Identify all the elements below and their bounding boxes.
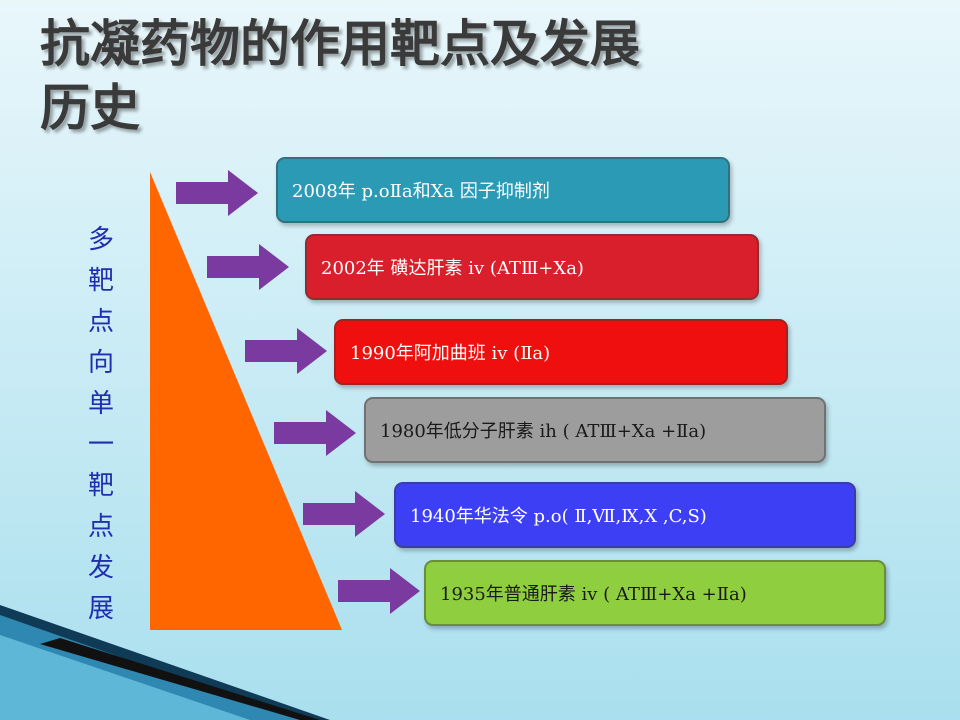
vertical-char: 靶 — [87, 471, 114, 501]
wave-light — [0, 635, 250, 720]
right-arrow-icon — [245, 328, 327, 374]
vertical-char: 点 — [87, 512, 114, 542]
vertical-char: 向 — [87, 348, 114, 378]
vertical-label: 多 靶 点 向 单 一 靶 点 发 展 — [84, 220, 118, 630]
vertical-char: 点 — [87, 307, 114, 337]
right-arrow-icon — [303, 491, 385, 537]
milestone-text: 1990年阿加曲班 iv (Ⅱa) — [350, 343, 551, 364]
milestone-text: 2008年 p.oⅡa和Ⅹa 因子抑制剂 — [292, 181, 550, 202]
vertical-char: 靶 — [87, 266, 114, 296]
milestone-text: 2002年 磺达肝素 iv (ATⅢ+Ⅹa) — [321, 258, 584, 279]
vertical-char: 发 — [87, 553, 114, 583]
wave-black-stroke — [40, 638, 320, 720]
milestone-text: 1935年普通肝素 iv ( ATⅢ+Ⅹa +Ⅱa) — [440, 584, 747, 605]
milestone-text: 1940年华法令 p.o( Ⅱ,Ⅶ,Ⅸ,Ⅹ ,C,S) — [410, 506, 707, 527]
milestone-1940: 1940年华法令 p.o( Ⅱ,Ⅶ,Ⅸ,Ⅹ ,C,S) — [394, 482, 856, 548]
milestone-1935: 1935年普通肝素 iv ( ATⅢ+Ⅹa +Ⅱa) — [424, 560, 886, 626]
right-arrow-icon — [338, 568, 420, 614]
vertical-char: 多 — [87, 225, 114, 255]
right-arrow-icon — [176, 170, 258, 216]
title-line-2: 历史 — [40, 79, 140, 137]
milestone-1990: 1990年阿加曲班 iv (Ⅱa) — [334, 319, 788, 385]
slide-title: 抗凝药物的作用靶点及发展 历史 — [40, 12, 740, 140]
bottom-wave-decoration — [0, 605, 330, 720]
right-arrow-icon — [207, 244, 289, 290]
milestone-1980: 1980年低分子肝素 ih ( ATⅢ+Ⅹa +Ⅱa) — [364, 397, 826, 463]
orange-triangle — [150, 172, 342, 630]
triangle-shape — [150, 172, 342, 630]
vertical-char: 展 — [87, 594, 114, 624]
milestone-text: 1980年低分子肝素 ih ( ATⅢ+Ⅹa +Ⅱa) — [380, 421, 707, 442]
vertical-char: 一 — [87, 430, 114, 460]
vertical-char: 单 — [87, 389, 114, 419]
milestone-2008: 2008年 p.oⅡa和Ⅹa 因子抑制剂 — [276, 157, 730, 223]
milestone-2002: 2002年 磺达肝素 iv (ATⅢ+Ⅹa) — [305, 234, 759, 300]
right-arrow-icon — [274, 410, 356, 456]
title-line-1: 抗凝药物的作用靶点及发展 — [40, 15, 640, 73]
